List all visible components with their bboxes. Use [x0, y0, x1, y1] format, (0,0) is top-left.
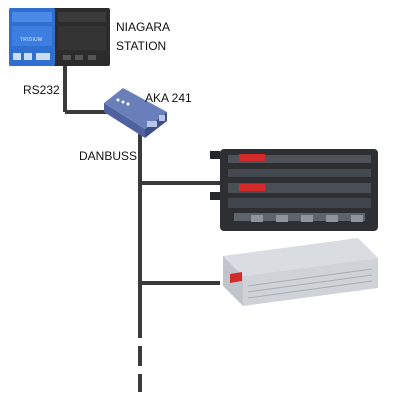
controller-large-icon [210, 149, 378, 231]
niagara-station-label-line1: NIAGARA [116, 20, 171, 34]
niagara-station-icon: TRIDIUM [9, 8, 110, 66]
niagara-brand-text: TRIDIUM [20, 37, 42, 43]
rs232-label: RS232 [23, 83, 60, 97]
aka-241-label: AKA 241 [145, 91, 192, 105]
cable-lines [63, 62, 220, 392]
niagara-station-label-line2: STATION [116, 39, 167, 53]
controller-slim-icon [223, 238, 378, 306]
aka-gateway-icon [104, 88, 167, 138]
danbuss-label: DANBUSS [79, 149, 138, 163]
